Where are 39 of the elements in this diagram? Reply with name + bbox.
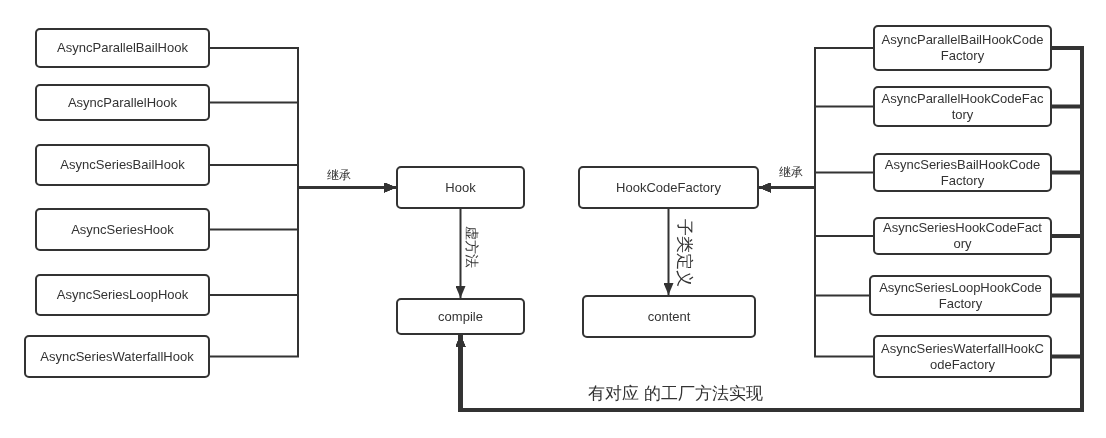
edge-label: 继承: [327, 169, 351, 183]
edge-label: 继承: [779, 166, 803, 180]
class-box: [24, 335, 210, 378]
class-box: [396, 298, 525, 335]
class-box: [873, 217, 1052, 255]
class-name: Hook: [445, 179, 476, 196]
class-box: [35, 274, 210, 316]
class-box: [35, 84, 210, 121]
class-box: [35, 144, 210, 186]
class-box: [873, 335, 1052, 378]
class-name: AsyncSeriesWaterfallHookCodeFactory: [881, 340, 1044, 373]
class-box: [869, 275, 1052, 316]
edge-label: 子类定义: [674, 219, 694, 287]
class-box: [873, 86, 1052, 127]
class-box: [35, 28, 210, 68]
class-name: AsyncParallelHookCodeFactory: [881, 90, 1044, 123]
class-box: [396, 166, 525, 209]
class-name: compile: [438, 308, 483, 325]
class-name: AsyncSeriesHook: [71, 221, 174, 238]
class-name: AsyncParallelBailHookCodeFactory: [881, 32, 1044, 64]
class-name: AsyncSeriesBailHookCodeFactory: [883, 156, 1042, 189]
class-box: [873, 153, 1052, 192]
edge-label: 虚方法: [464, 226, 481, 268]
class-name: AsyncSeriesBailHook: [60, 157, 185, 173]
class-name: AsyncSeriesHookCodeFactory: [882, 220, 1043, 252]
class-name: content: [647, 308, 691, 325]
class-name: AsyncParallelBailHook: [57, 40, 188, 56]
arrow: [455, 208, 466, 299]
class-name: AsyncSeriesLoopHook: [56, 287, 189, 303]
class-box: [578, 166, 759, 209]
class-box: [873, 25, 1052, 71]
class-box: [35, 208, 210, 251]
class-box: [582, 295, 756, 338]
class-name: HookCodeFactory: [616, 179, 721, 196]
edge-label: 有对应 的工厂方法实现: [588, 384, 763, 404]
class-name: AsyncParallelHook: [67, 94, 178, 111]
class-name: AsyncSeriesWaterfallHook: [40, 348, 194, 365]
arrow: [663, 208, 674, 296]
class-name: AsyncSeriesLoopHookCodeFactory: [878, 279, 1043, 312]
